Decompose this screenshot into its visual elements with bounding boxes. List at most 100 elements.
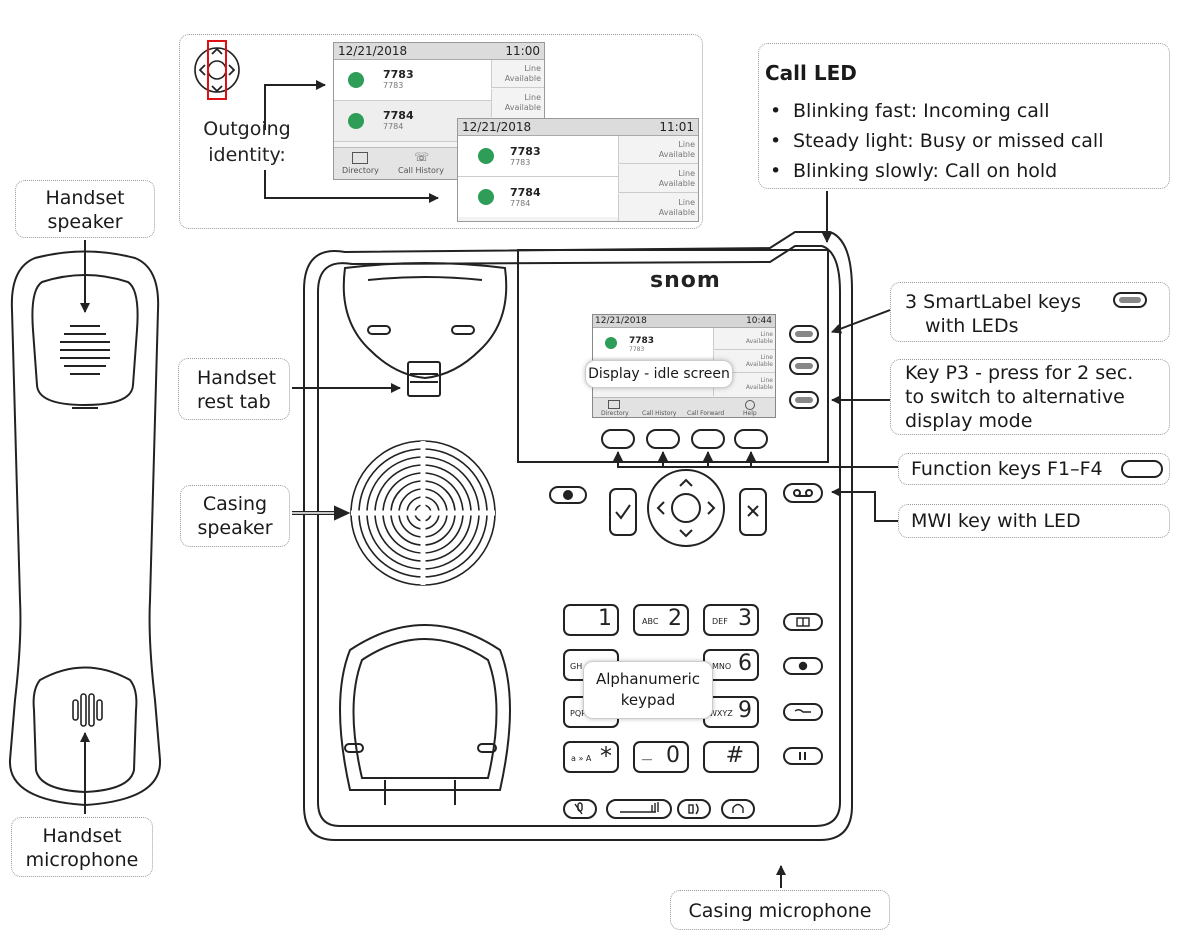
screen1-line2-b: Available <box>504 103 541 112</box>
screen2-entry1-sub: 7783 <box>510 158 531 167</box>
function-keys-callout: Function keys F1–F4 <box>898 453 1170 485</box>
function-keys <box>601 429 768 449</box>
screen2-entry2-sub: 7784 <box>510 199 531 208</box>
key-3-digit: 3 <box>738 606 752 631</box>
contact-icon <box>605 337 617 349</box>
handset-speaker-line1: Handset <box>45 187 125 209</box>
key-7[interactable]: PQR <box>564 697 618 727</box>
keypad <box>563 604 759 773</box>
outgoing-label-line1: Outgoing <box>203 118 291 140</box>
handset <box>8 250 162 807</box>
casing-microphone-callout: Casing microphone <box>670 890 890 930</box>
outgoing-identity-label: Outgoing identity: <box>201 116 293 168</box>
key-1[interactable]: 1 <box>564 605 618 635</box>
display-softkey-callhistory: Call History <box>642 410 677 417</box>
keypad-callout: Alphanumeric keypad <box>583 661 713 719</box>
call-led-item: Blinking slowly: Call on hold <box>765 156 1169 186</box>
casing-speaker-line2: speaker <box>197 517 273 539</box>
display-line3-b: Available <box>745 384 773 391</box>
key-star-digit: * <box>600 742 612 770</box>
navigation-cluster <box>549 469 823 547</box>
key-0[interactable]: __ 0 <box>634 742 688 772</box>
display-callout: Display - idle screen <box>585 360 733 388</box>
display-softkey-callforward: Call Forward <box>687 410 725 417</box>
key-3[interactable]: DEF 3 <box>704 605 758 635</box>
screen1-date: 12/21/2018 <box>338 44 408 58</box>
screen2-line3-a: Line <box>678 198 695 207</box>
contact-icon <box>348 72 364 88</box>
display-line1-a: Line <box>760 331 773 338</box>
call-led-title: Call LED <box>765 61 857 85</box>
function-key-icon <box>1121 460 1163 478</box>
screen1-entry1-name: 7783 <box>383 68 414 81</box>
screen2-line2-a: Line <box>678 169 695 178</box>
screen1-entry2-name: 7784 <box>383 109 414 122</box>
key-7-letters: PQR <box>570 709 587 718</box>
screen1-time: 11:00 <box>505 44 540 58</box>
screen2-line1-b: Available <box>658 150 695 159</box>
keypad-line1: Alphanumeric <box>595 670 701 688</box>
key-p3-callout: Key P3 - press for 2 sec. to switch to a… <box>890 359 1170 435</box>
key-star-letters: a » A <box>571 754 592 763</box>
small-key-icons <box>574 617 811 815</box>
outgoing-label-line2: identity: <box>208 144 286 166</box>
key-2[interactable]: ABC 2 <box>634 605 688 635</box>
connector-arrows <box>80 80 898 888</box>
screen2-entry2-name: 7784 <box>510 186 541 199</box>
key-p3-line3: display mode <box>905 410 1033 432</box>
screen2-date: 12/21/2018 <box>462 120 532 134</box>
directory-icon <box>352 152 368 164</box>
contact-icon <box>478 148 494 164</box>
screen1-line1-b: Available <box>504 74 541 83</box>
smartlabel-line2: with LEDs <box>925 315 1019 337</box>
key-star[interactable]: a » A * <box>564 742 618 772</box>
directory-icon <box>608 400 620 409</box>
key-0-letters: __ <box>642 750 652 761</box>
key-1-digit: 1 <box>598 606 612 631</box>
help-icon <box>745 400 755 410</box>
display-softkey-help: Help <box>743 410 757 417</box>
screen2-line2-b: Available <box>658 179 695 188</box>
key-hash-digit: # <box>725 743 744 768</box>
snom-logo: snom <box>650 268 721 293</box>
phone-display: 12/21/2018 10:44 7783 7783 Line Availabl… <box>592 314 776 418</box>
handset-speaker-grille-icon <box>60 325 110 409</box>
call-history-icon: ☏ <box>414 150 430 164</box>
key-4[interactable]: GH <box>564 650 618 680</box>
contact-icon <box>478 189 494 205</box>
smartlabel-keys <box>789 325 819 409</box>
display-line2-a: Line <box>760 354 773 361</box>
display-entry-sub: 7783 <box>629 346 645 353</box>
display-date: 12/21/2018 <box>595 316 647 326</box>
handset-microphone-icon <box>72 693 103 727</box>
handset-cradle <box>342 262 508 397</box>
key-9[interactable]: WXYZ 9 <box>704 697 758 727</box>
keypad-line2: keypad <box>620 691 676 709</box>
screen1-line1-a: Line <box>524 64 541 73</box>
casing-speaker-line1: Casing <box>202 493 268 515</box>
handset-microphone-line1: Handset <box>42 825 122 847</box>
key-2-digit: 2 <box>668 606 682 631</box>
screen2-line3-b: Available <box>658 208 695 217</box>
key-3-letters: DEF <box>712 617 728 626</box>
screen1-softkey-callhistory: Call History <box>398 166 444 175</box>
display-line2-b: Available <box>745 361 773 368</box>
screen1-entry1-sub: 7783 <box>383 81 404 90</box>
key-6[interactable]: MNO 6 <box>704 650 758 680</box>
key-p3-line1: Key P3 - press for 2 sec. <box>905 362 1134 384</box>
screen1-entry2-sub: 7784 <box>383 122 404 131</box>
screen1-softkey-directory: Directory <box>342 166 379 175</box>
key-hash[interactable]: # <box>704 742 758 772</box>
handset-microphone-line2: microphone <box>25 849 139 871</box>
screen1-line2-a: Line <box>524 93 541 102</box>
display-line1-b: Available <box>745 338 773 345</box>
handset-speaker-callout: Handset speaker <box>15 180 155 238</box>
key-2-letters: ABC <box>642 617 659 626</box>
key-p3-line2: to switch to alternative <box>905 386 1125 408</box>
display-entry-name: 7783 <box>629 336 655 346</box>
display-line3-a: Line <box>760 377 773 384</box>
handset-rest-tab-callout: Handset rest tab <box>178 358 290 420</box>
display-label: Display - idle screen <box>588 366 730 382</box>
key-0-digit: 0 <box>666 743 680 768</box>
